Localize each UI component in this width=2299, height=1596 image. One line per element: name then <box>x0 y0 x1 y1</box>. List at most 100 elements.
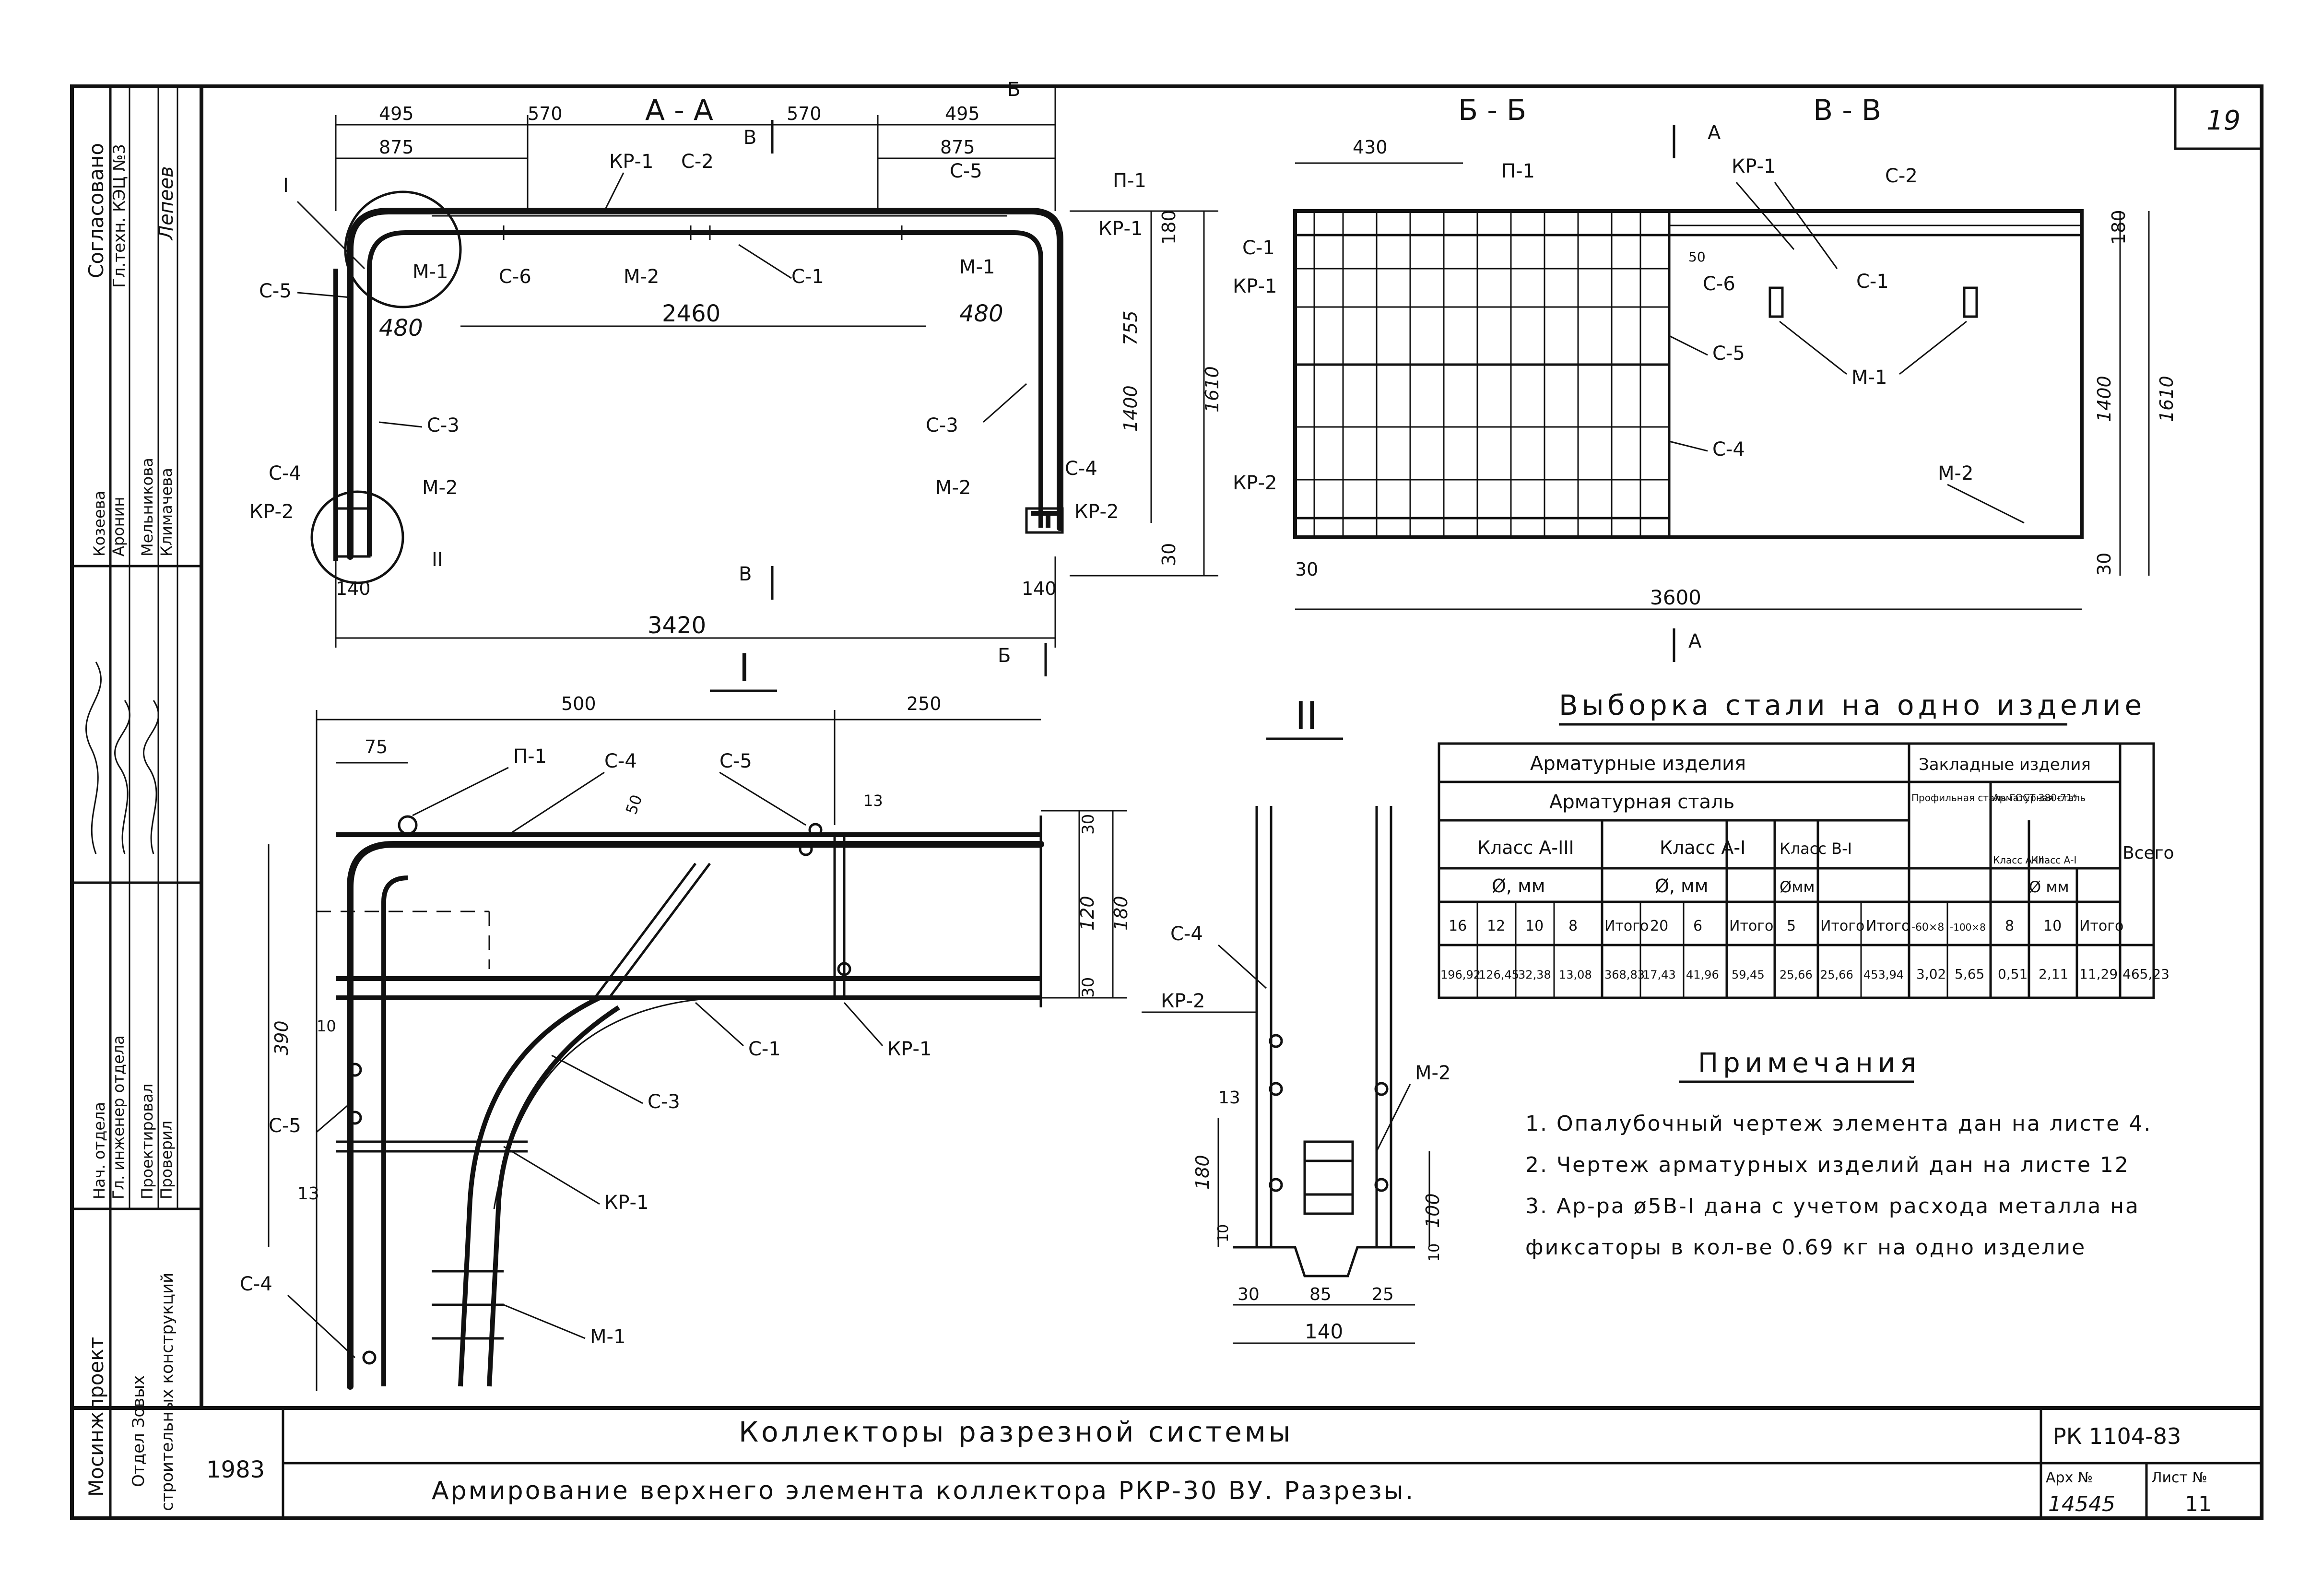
value-cell: 2,11 <box>2039 966 2068 982</box>
view-aa-title: А - А <box>645 94 713 127</box>
aa-mark-b1: Б <box>1007 79 1020 101</box>
d1-dim-30b: 30 <box>1079 977 1098 998</box>
d2-dim-140: 140 <box>1305 1320 1343 1343</box>
signature-scribble-2 <box>114 700 130 854</box>
left-strip: Согласовано Гл.техн. КЭЦ №3 Лепеев Козее… <box>84 143 177 1511</box>
d2-dim-25: 25 <box>1372 1285 1394 1304</box>
vv-mark-a2: А <box>1688 630 1702 652</box>
d1-dim-13b: 13 <box>297 1184 319 1204</box>
d1-dim-120: 120 <box>1077 896 1098 931</box>
value-cell: 0,51 <box>1998 966 2028 982</box>
aa-lbl-kr2a: КР-2 <box>249 501 294 523</box>
title-main: Коллекторы разрезной системы <box>739 1416 1293 1448</box>
vv-dim-50: 50 <box>1688 249 1706 265</box>
view-bb-vv: Б - Б В - В <box>1233 94 2177 662</box>
bb-grid <box>1295 211 2082 537</box>
value-cell: 368,83 <box>1604 968 1645 981</box>
aa-dim-1400: 1400 <box>1120 385 1141 432</box>
aa-lbl-s5a: С-5 <box>950 160 982 182</box>
d1-dim-180: 180 <box>1110 896 1132 931</box>
approval-line2: Лепеев <box>155 166 177 241</box>
aa-dim-1610: 1610 <box>1202 366 1223 413</box>
vv-dim-30: 30 <box>2094 553 2115 576</box>
sheet-frame <box>70 84 2264 1520</box>
th-unit-4: Ø мм <box>2029 878 2069 896</box>
th-class-2: Класс А-I <box>1660 837 1745 858</box>
diam-cell: 16 <box>1449 918 1467 934</box>
d1-dim-75: 75 <box>365 736 388 757</box>
value-cell: 453,94 <box>1863 968 1904 981</box>
aa-lbl-m1b: М-1 <box>959 256 995 278</box>
diam-cell: Итого <box>2079 918 2123 934</box>
diam-cell: 6 <box>1693 918 1702 934</box>
aa-lbl-s5b: С-5 <box>259 280 292 302</box>
d1-lbl-s3: С-3 <box>648 1091 680 1113</box>
d2-dim-100: 100 <box>1422 1193 1443 1228</box>
value-row: 196,92 126,45 32,38 13,08 368,83 17,43 4… <box>1440 966 2169 982</box>
value-cell: 465,23 <box>2122 966 2169 982</box>
value-cell: 3,02 <box>1916 966 1946 982</box>
steel-table-title: Выборка стали на одно изделие <box>1559 689 2146 721</box>
th-unit-1: Ø, мм <box>1492 875 1545 897</box>
vv-dim-180: 180 <box>2108 210 2129 245</box>
value-cell: 11,29 <box>2079 966 2118 982</box>
diam-cell: Итого <box>1729 918 1773 934</box>
aa-dim-30: 30 <box>1158 543 1179 566</box>
diam-cell: 10 <box>2043 918 2062 934</box>
aa-lbl-s1: С-1 <box>791 266 824 288</box>
d2-dim-10a: 10 <box>1215 1224 1232 1242</box>
aa-lbl-p1: П-1 <box>1113 170 1146 192</box>
d2-lbl-s4: С-4 <box>1170 923 1203 945</box>
th-class-3: Класс В-I <box>1780 839 1852 858</box>
diam-cell: 8 <box>2005 918 2014 934</box>
sheet-number: 19 <box>2206 105 2240 136</box>
sign-name-2: Аронин <box>109 497 128 556</box>
detail-2: II 13 180 10 100 10 30 85 25 140 С-4 КР-… <box>1142 694 1450 1344</box>
approval-title: Согласовано <box>84 143 108 278</box>
d1-lbl-s1: С-1 <box>748 1038 781 1060</box>
aa-dim-3420: 3420 <box>648 612 706 639</box>
notes: Примечания 1. Опалубочный чертеж элемент… <box>1525 1048 2152 1260</box>
sign-name-3: Мельникова <box>138 458 156 556</box>
diam-cell: Итого <box>1604 918 1649 934</box>
th-profile: Профильная сталь ГОСТ 380-71* <box>1911 792 2077 804</box>
d2-lbl-m2: М-2 <box>1415 1062 1450 1084</box>
aa-dim-755: 755 <box>1120 310 1141 345</box>
d2-dim-180: 180 <box>1192 1155 1213 1190</box>
detail-1: I 500 2 <box>240 646 1132 1391</box>
vv-lbl-s4: С-4 <box>1712 438 1745 461</box>
value-cell: 196,92 <box>1440 968 1481 981</box>
notes-title: Примечания <box>1698 1048 1921 1079</box>
note-1: 1. Опалубочный чертеж элемента дан на ли… <box>1525 1111 2152 1136</box>
aa-dim-140b: 140 <box>1022 578 1057 599</box>
view-vv-title: В - В <box>1813 94 1881 127</box>
year: 1983 <box>206 1456 265 1483</box>
d1-dim-30a: 30 <box>1079 814 1098 835</box>
d1-lbl-kr1a: КР-1 <box>887 1038 931 1060</box>
bb-lbl-s1: С-1 <box>1242 237 1275 259</box>
aa-lbl-m2b: М-2 <box>422 477 458 499</box>
aa-lbl-s3a: С-3 <box>427 414 460 437</box>
aa-mark-b2: Б <box>998 645 1011 667</box>
diam-cell: -100×8 <box>1950 922 1986 933</box>
d1-lbl-s5b: С-5 <box>269 1115 301 1137</box>
vv-mark-a1: А <box>1708 122 1721 144</box>
aa-dim-875b: 875 <box>940 137 975 158</box>
d1-dim-250: 250 <box>907 693 942 714</box>
role-1: Нач. отдела <box>90 1102 108 1199</box>
signature-scribble-3 <box>143 700 159 854</box>
th-class-4: Класс А-III <box>1993 854 2044 866</box>
value-cell: 126,45 <box>1479 968 1519 981</box>
aa-dim-495b: 495 <box>945 103 980 124</box>
d1-dim-50: 50 <box>622 792 646 816</box>
aa-lbl-kr1: КР-1 <box>609 151 653 173</box>
d2-dim-10b: 10 <box>1426 1243 1443 1262</box>
d1-lbl-s4b: С-4 <box>240 1273 272 1295</box>
aa-dim-140a: 140 <box>336 578 371 599</box>
th-class-1: Класс А-III <box>1477 837 1574 858</box>
aa-lbl-m1a: М-1 <box>413 261 448 283</box>
d2-dim-85: 85 <box>1309 1285 1332 1304</box>
aa-roman-2: II <box>432 549 443 571</box>
vv-lbl-s2: С-2 <box>1885 165 1918 187</box>
